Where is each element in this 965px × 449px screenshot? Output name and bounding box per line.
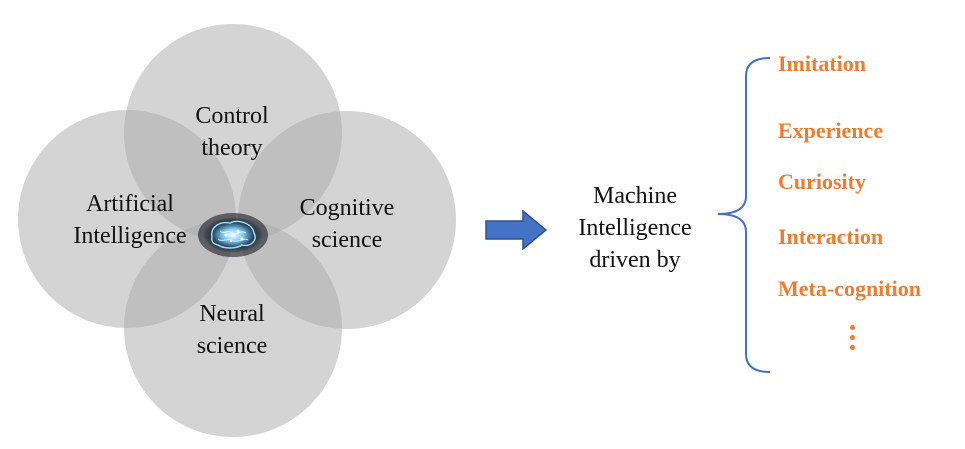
ellipsis-dot: [850, 345, 855, 350]
machine-intelligence-label: Machine Intelligence driven by: [560, 180, 710, 276]
vertical-ellipsis-icon: [848, 322, 858, 354]
label-cognitive-science: Cognitive science: [282, 192, 412, 256]
label-line: Artificial: [86, 191, 174, 217]
driver-interaction: Interaction: [778, 224, 884, 249]
driver-experience: Experience: [778, 118, 884, 143]
label-line: Cognitive: [299, 195, 395, 221]
label-line: Intelligence: [73, 223, 187, 249]
driver-curiosity: Curiosity: [778, 169, 866, 194]
label-artificial-intelligence: Artificial Intelligence: [55, 188, 205, 252]
label-control-theory: Control theory: [180, 100, 284, 164]
center-line: driven by: [589, 247, 681, 273]
center-line: Intelligence: [578, 215, 692, 241]
label-line: science: [311, 227, 383, 253]
label-neural-science: Neural science: [180, 298, 284, 362]
ellipsis-dot: [850, 335, 855, 340]
label-line: Neural: [199, 301, 265, 327]
label-line: theory: [201, 135, 263, 161]
brain-icon: [198, 213, 268, 257]
ellipsis-dot: [850, 325, 855, 330]
center-line: Machine: [593, 183, 677, 209]
driver-imitation: Imitation: [778, 51, 866, 76]
right-arrow-icon: [485, 210, 547, 250]
label-line: Control: [195, 103, 269, 129]
label-line: science: [196, 333, 268, 359]
driver-meta-cognition: Meta-cognition: [778, 276, 921, 301]
curly-brace-icon: [717, 57, 771, 373]
